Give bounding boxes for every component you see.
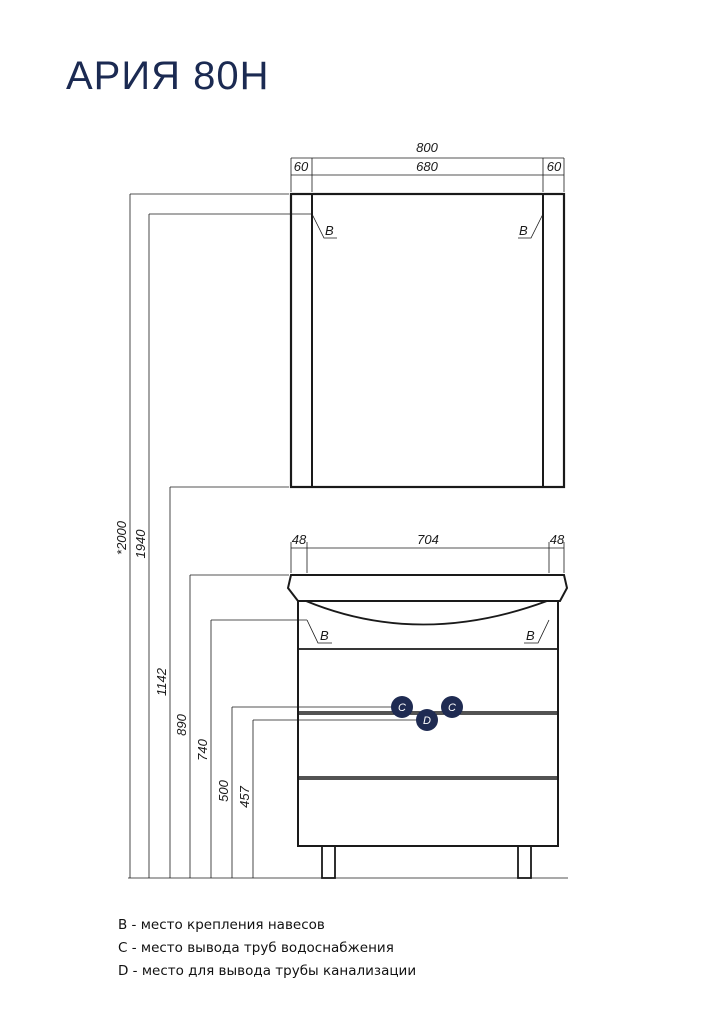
height-dimensions bbox=[128, 193, 568, 879]
dim-mirror-center: 680 bbox=[416, 159, 438, 174]
dim-height-890: 890 bbox=[174, 713, 189, 735]
dim-sink-right: 48 bbox=[550, 532, 565, 547]
dim-mirror-right: 60 bbox=[547, 159, 562, 174]
legend: B - место крепления навесов C - место вы… bbox=[118, 914, 416, 983]
marker-c-left: C bbox=[391, 696, 413, 718]
dim-height-740: 740 bbox=[195, 738, 210, 760]
vanity-width-dimensions bbox=[290, 542, 565, 573]
marker-b-vanity-right: B bbox=[526, 628, 535, 643]
legend-item-b: B - место крепления навесов bbox=[118, 917, 325, 933]
mirror-width-dimensions bbox=[290, 157, 565, 192]
drawer-middle-line bbox=[297, 711, 559, 715]
marker-d-label: D bbox=[423, 715, 431, 727]
dim-mirror-total: 800 bbox=[416, 140, 438, 155]
marker-d: D bbox=[416, 709, 438, 731]
dim-height-1940: 1940 bbox=[133, 529, 148, 559]
mirror-outline bbox=[289, 192, 566, 489]
dim-height-500: 500 bbox=[216, 779, 231, 801]
sink-top bbox=[286, 574, 569, 602]
marker-c-right: C bbox=[441, 696, 463, 718]
page-title: АРИЯ 80Н bbox=[66, 54, 270, 98]
marker-b-mirror-left: B bbox=[325, 223, 334, 238]
vanity-unit bbox=[286, 574, 569, 879]
drawer-bottom-line bbox=[297, 776, 559, 780]
right-leg bbox=[517, 845, 532, 879]
vanity-hinge-leaders bbox=[306, 619, 550, 644]
sink-basin-curve bbox=[305, 600, 548, 626]
marker-c-right-label: C bbox=[448, 702, 456, 714]
marker-b-vanity-left: B bbox=[320, 628, 329, 643]
mirror-cabinet bbox=[289, 192, 566, 489]
dim-height-1142: 1142 bbox=[154, 667, 169, 696]
legend-item-c: C - место вывода труб водоснабжения bbox=[118, 940, 394, 956]
legend-item-d: D - место для вывода трубы канализации bbox=[118, 963, 417, 979]
marker-b-mirror-right: B bbox=[519, 223, 528, 238]
cabinet-body bbox=[297, 601, 559, 847]
mirror-hinge-leaders bbox=[311, 213, 544, 239]
left-leg bbox=[321, 845, 336, 879]
marker-c-left-label: C bbox=[398, 702, 406, 714]
dim-mirror-left: 60 bbox=[294, 159, 309, 174]
dim-sink-center: 704 bbox=[417, 532, 439, 547]
dim-height-2000: *2000 bbox=[114, 520, 129, 555]
dim-height-457: 457 bbox=[237, 785, 252, 807]
dim-sink-left: 48 bbox=[292, 532, 307, 547]
